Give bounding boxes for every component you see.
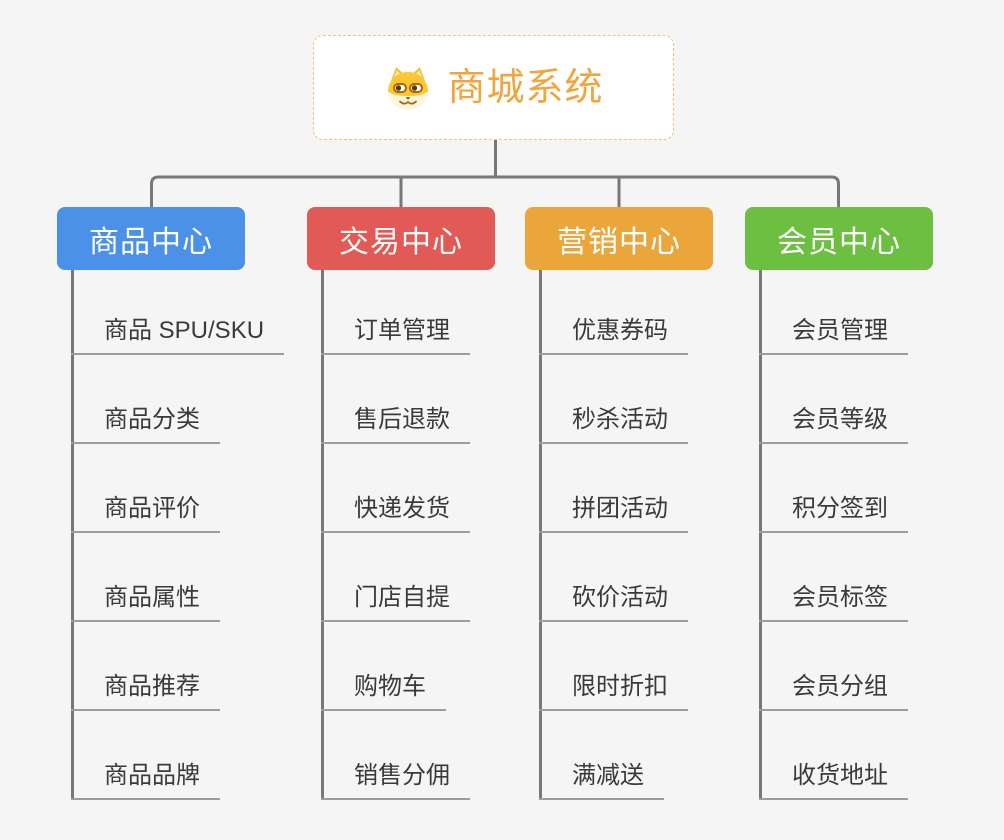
- leaf-node[interactable]: 商品属性: [71, 584, 220, 622]
- leaf-column-trade-center: 订单管理 售后退款 快递发货 门店自提 购物车 销售分佣: [321, 266, 470, 800]
- leaf-node[interactable]: 订单管理: [321, 317, 470, 355]
- leaf-node[interactable]: 积分签到: [759, 495, 908, 533]
- leaf-node[interactable]: 优惠券码: [539, 317, 688, 355]
- leaf-column-marketing-center: 优惠券码 秒杀活动 拼团活动 砍价活动 限时折扣 满减送: [539, 266, 688, 800]
- leaf-node[interactable]: 购物车: [321, 673, 446, 711]
- leaf-node[interactable]: 满减送: [539, 762, 664, 800]
- branch-node-member-center[interactable]: 会员中心: [745, 207, 933, 270]
- leaf-node[interactable]: 商品评价: [71, 495, 220, 533]
- leaf-node[interactable]: 商品 SPU/SKU: [71, 317, 285, 355]
- leaf-column-product-center: 商品 SPU/SKU 商品分类 商品评价 商品属性 商品推荐 商品品牌: [71, 266, 285, 800]
- leaf-node[interactable]: 会员标签: [759, 584, 908, 622]
- leaf-node[interactable]: 秒杀活动: [539, 406, 688, 444]
- leaf-node[interactable]: 门店自提: [321, 584, 470, 622]
- leaf-node[interactable]: 收货地址: [759, 762, 908, 800]
- leaf-node[interactable]: 商品品牌: [71, 762, 220, 800]
- branch-node-trade-center[interactable]: 交易中心: [307, 207, 495, 270]
- shiba-dog-icon: [388, 66, 429, 110]
- leaf-node[interactable]: 会员等级: [759, 406, 908, 444]
- leaf-node[interactable]: 销售分佣: [321, 762, 470, 800]
- leaf-node[interactable]: 限时折扣: [539, 673, 688, 711]
- leaf-column-member-center: 会员管理 会员等级 积分签到 会员标签 会员分组 收货地址: [759, 266, 908, 800]
- leaf-node[interactable]: 商品分类: [71, 406, 220, 444]
- root-node[interactable]: 商城系统: [313, 35, 674, 140]
- leaf-node[interactable]: 拼团活动: [539, 495, 688, 533]
- branch-bus-line: [150, 175, 840, 207]
- branch-node-marketing-center[interactable]: 营销中心: [525, 207, 713, 270]
- leaf-node[interactable]: 商品推荐: [71, 673, 220, 711]
- leaf-node[interactable]: 砍价活动: [539, 584, 688, 622]
- leaf-node[interactable]: 会员分组: [759, 673, 908, 711]
- leaf-node[interactable]: 快递发货: [321, 495, 470, 533]
- branch-node-product-center[interactable]: 商品中心: [57, 207, 245, 270]
- leaf-node[interactable]: 会员管理: [759, 317, 908, 355]
- mindmap-root-title: 商城系统: [447, 66, 604, 109]
- leaf-node[interactable]: 售后退款: [321, 406, 470, 444]
